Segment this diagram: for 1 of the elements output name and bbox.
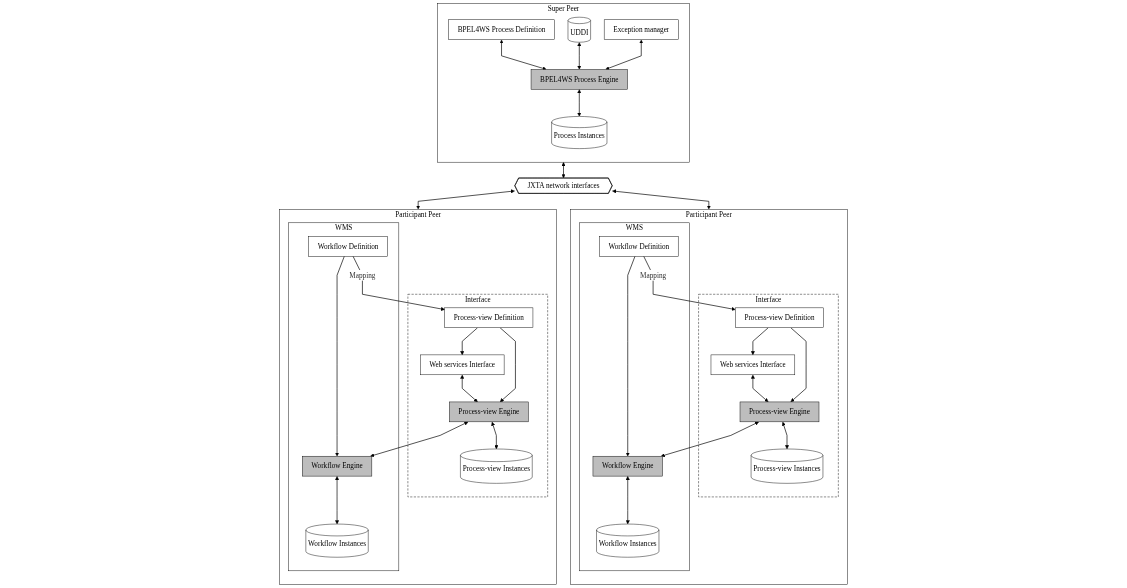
arrow xyxy=(561,162,566,179)
